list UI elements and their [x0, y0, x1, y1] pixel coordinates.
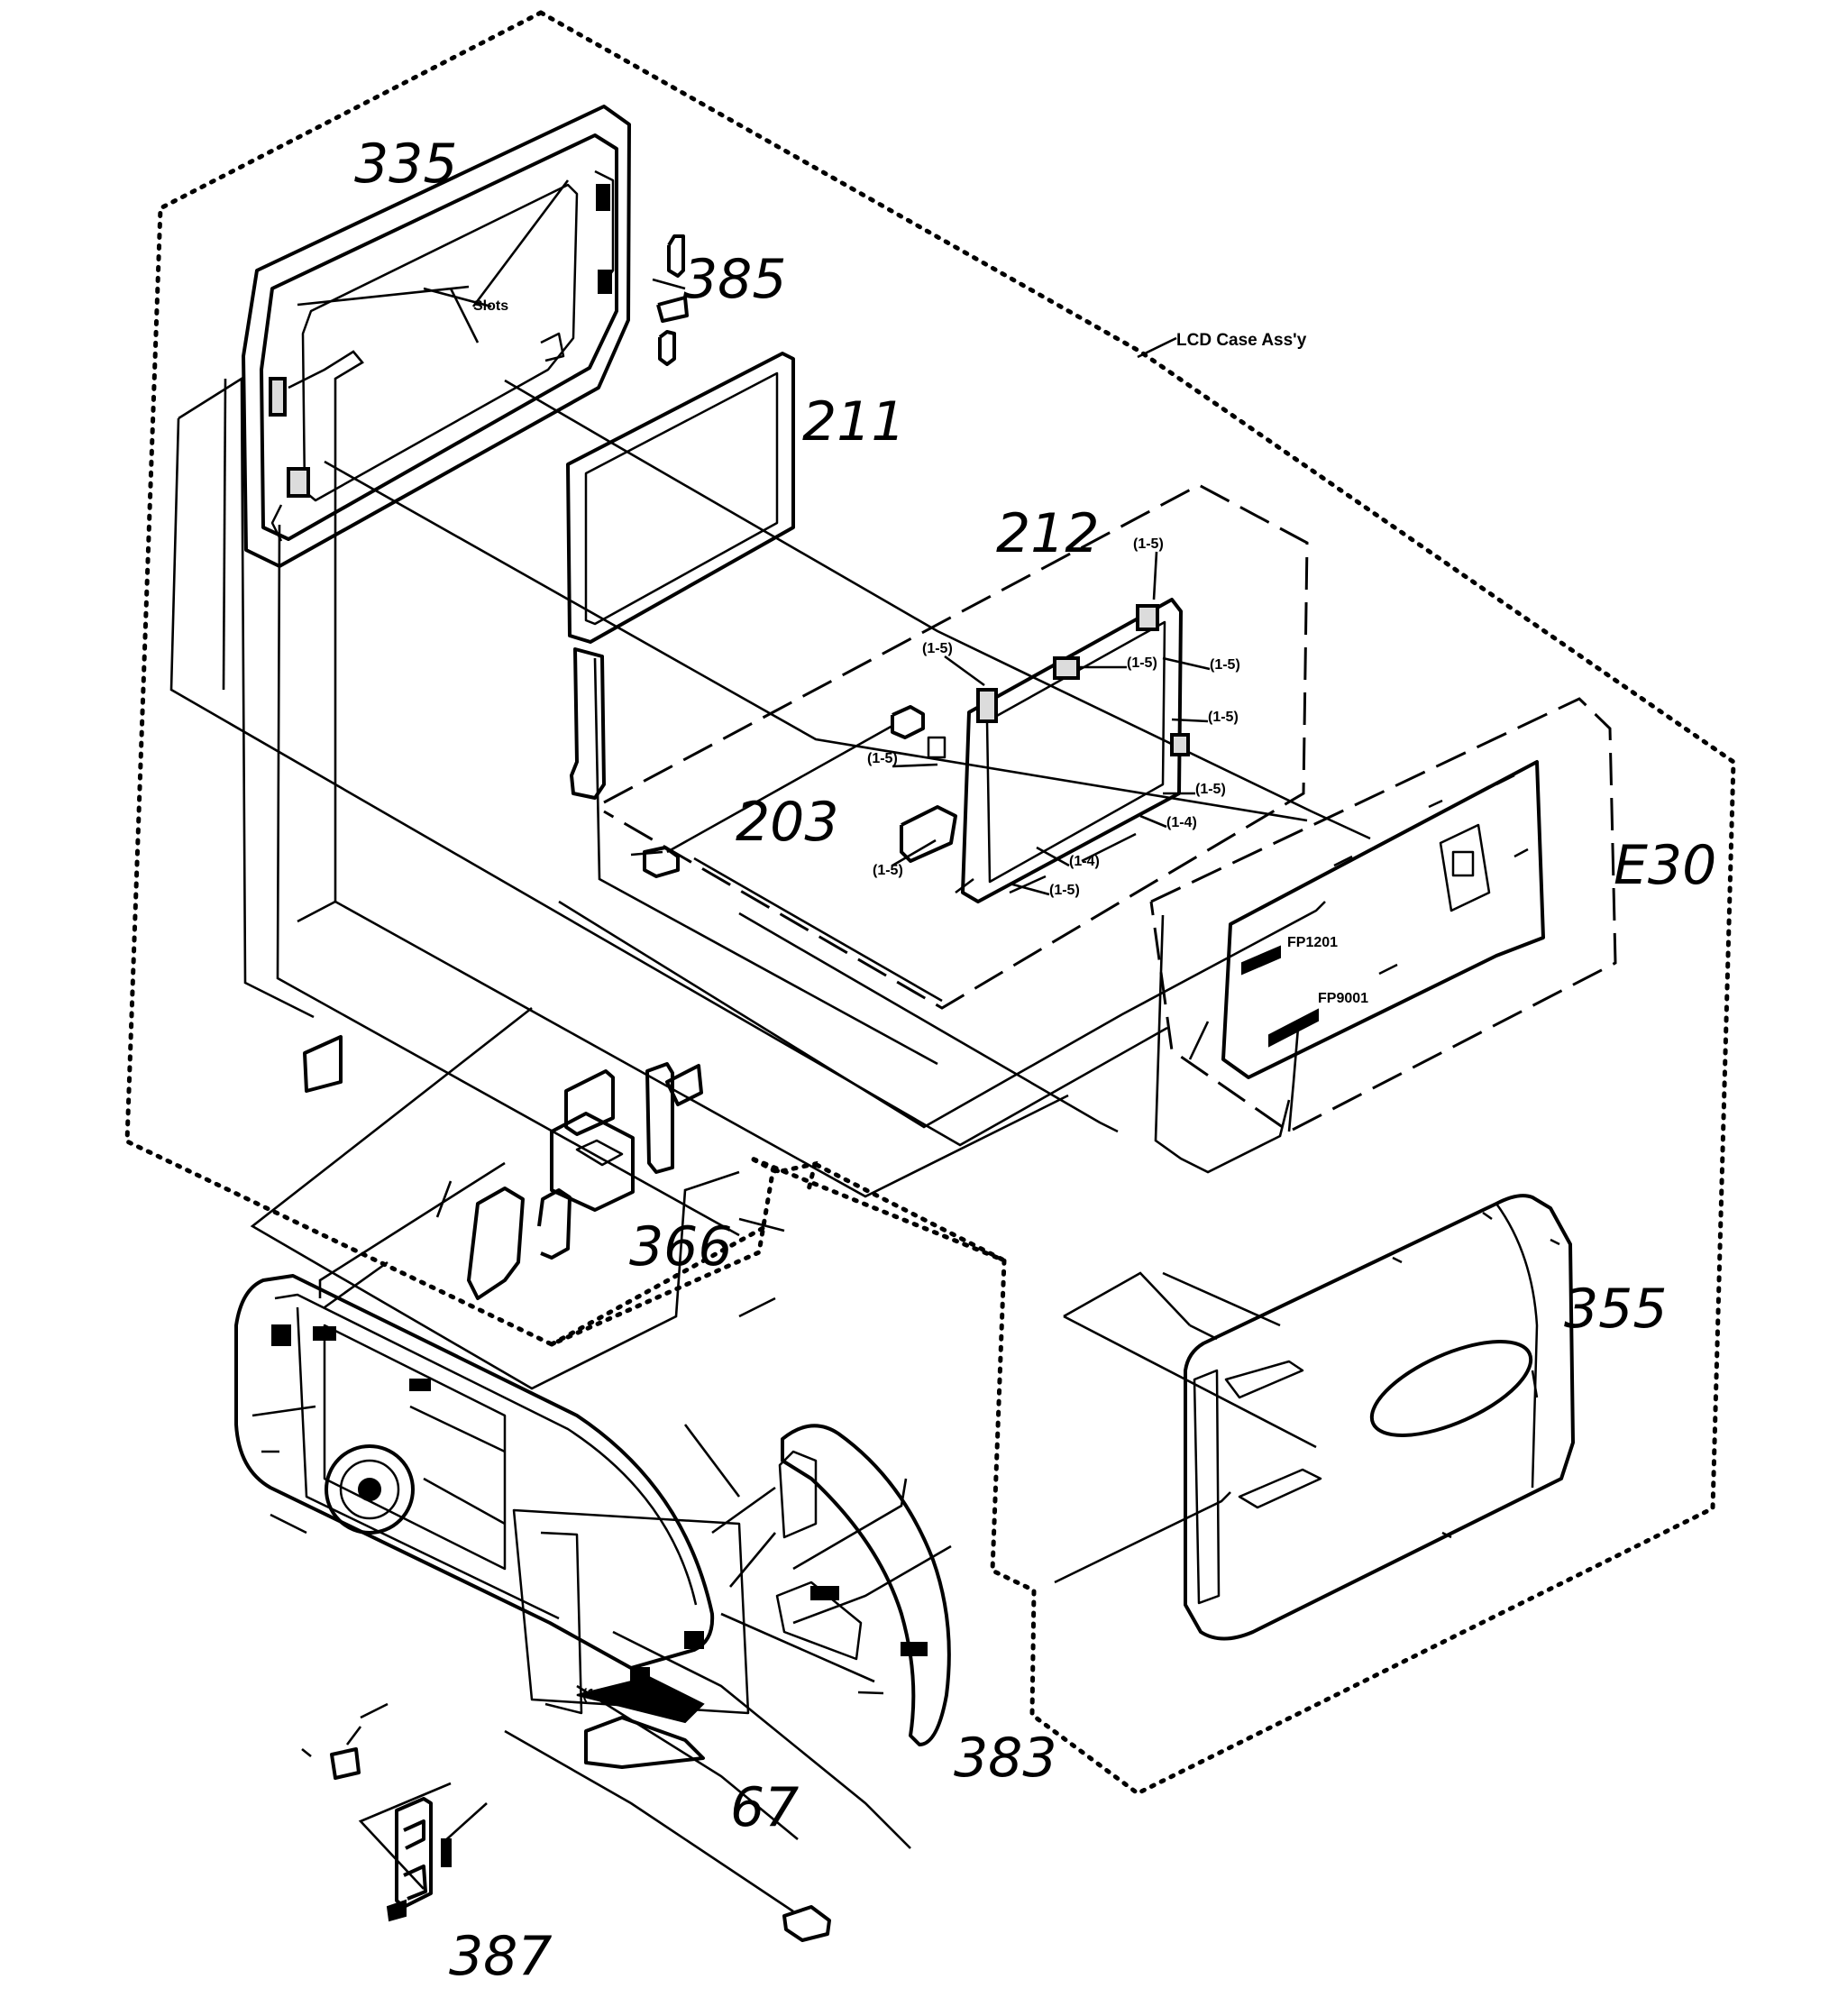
callout-387: 387 — [449, 1925, 553, 1988]
callout-211: 211 — [802, 390, 906, 454]
screw-tag: (1-5) — [1195, 782, 1226, 797]
screw-tag: (1-5) — [1210, 657, 1240, 673]
lcd-case-assembly-boundary — [124, 10, 1736, 1796]
assembly-leader-lines — [169, 350, 1371, 1913]
callout-212: 212 — [996, 502, 1100, 565]
callout-355: 355 — [1564, 1278, 1668, 1341]
connector-fp9001: FP9001 — [1318, 991, 1368, 1006]
callout-335: 335 — [354, 133, 458, 196]
screw-tag: (1-5) — [922, 641, 953, 656]
screw-tag: (1-5) — [1127, 655, 1157, 671]
subassembly-e30-boundary — [1149, 697, 1617, 1133]
callout-e30: E30 — [1614, 834, 1716, 897]
part-211-lcd-panel — [566, 352, 795, 800]
screw-tag: (1-5) — [873, 863, 903, 878]
part-212-backlight — [900, 598, 1190, 903]
subassembly-212-boundary — [603, 483, 1309, 1010]
part-67-main-body — [234, 1274, 750, 1769]
part-366-hinge — [303, 1035, 703, 1300]
assembly-label-leader — [1137, 336, 1177, 359]
part-203-sheet — [643, 705, 925, 878]
callout-385: 385 — [683, 248, 787, 311]
assembly-label: LCD Case Ass'y — [1176, 331, 1307, 350]
screw-tag: (1-5) — [1208, 710, 1239, 725]
part-387-latch — [386, 1797, 452, 1922]
part-335-lcd-frame — [242, 105, 631, 568]
part-e30-pcb — [1221, 760, 1545, 1079]
screw-tag: (1-5) — [1049, 883, 1080, 898]
screw-tag: (1-4) — [1069, 854, 1100, 869]
callout-366: 366 — [629, 1215, 733, 1278]
callout-383: 383 — [954, 1727, 1057, 1790]
screw-tag: (1-5) — [1133, 536, 1164, 552]
part-383-side-cover — [775, 1424, 951, 1746]
part-355-rear-cover — [1184, 1194, 1575, 1641]
labels: LCD Case Ass'y Slots FP1201 FP9001 335 3… — [354, 133, 1716, 1988]
connector-fp1201: FP1201 — [1287, 935, 1338, 950]
note-label-slots: Slots — [473, 298, 508, 314]
screw-tags: (1-5) (1-5) (1-5) (1-5) (1-5) (1-5) (1-5… — [582, 536, 1240, 1702]
screw-tag: (1-5) — [867, 751, 898, 766]
callout-203: 203 — [736, 791, 839, 854]
callout-67: 67 — [730, 1776, 799, 1839]
screw-tag: (1-4) — [1166, 815, 1197, 830]
loose-small-parts — [330, 1747, 831, 1942]
screw-tag: (1-5) — [582, 1687, 613, 1702]
part-385-bracket — [652, 234, 689, 366]
